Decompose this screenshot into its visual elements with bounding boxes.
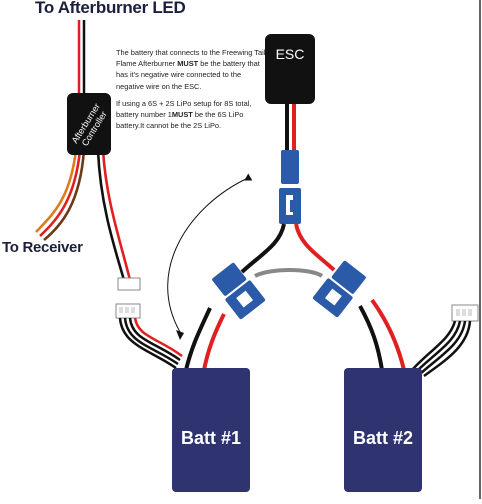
esc-box <box>265 34 315 104</box>
note2-text-end: be the 6S LiPo battery.It cannot be the … <box>116 110 244 131</box>
right-balance-connector <box>411 304 479 378</box>
led-wires <box>77 20 86 95</box>
esc-label: ESC <box>275 46 305 62</box>
note2-text-start: If using a 6S + 2S LiPo setup for 8S tot… <box>116 99 252 120</box>
receiver-wires <box>35 149 86 241</box>
y-harness <box>240 223 336 278</box>
battery-2-label: Batt #2 <box>352 428 414 448</box>
esc-connector <box>279 150 301 224</box>
note1-emphasis: MUST <box>177 59 199 69</box>
right-y-connector <box>312 260 366 318</box>
battery-1 <box>172 368 250 492</box>
left-balance-connectors <box>115 277 141 319</box>
afterburner-led-label: To Afterburner LED <box>35 0 186 17</box>
battery-2 <box>344 368 422 492</box>
indicator-arrow <box>167 173 253 340</box>
left-y-connector <box>212 262 266 320</box>
afterburner-controller <box>67 93 111 155</box>
controller-battery-wires <box>96 149 132 281</box>
batt2-leads <box>358 298 406 371</box>
left-balance-wires <box>118 317 183 370</box>
note-negative-wire: The battery that connects to the Freewin… <box>116 47 268 92</box>
receiver-label: To Receiver <box>2 239 83 256</box>
note1-text-end: be the battery that has it's negative wi… <box>116 59 260 91</box>
note2-emphasis: MUST <box>171 110 193 120</box>
note-6s-2s: If using a 6S + 2S LiPo setup for 8S tot… <box>116 98 268 132</box>
batt1-leads <box>184 307 226 371</box>
battery-1-label: Batt #1 <box>180 428 242 448</box>
note1-text-start: The battery that connects to the Freewin… <box>116 48 266 69</box>
